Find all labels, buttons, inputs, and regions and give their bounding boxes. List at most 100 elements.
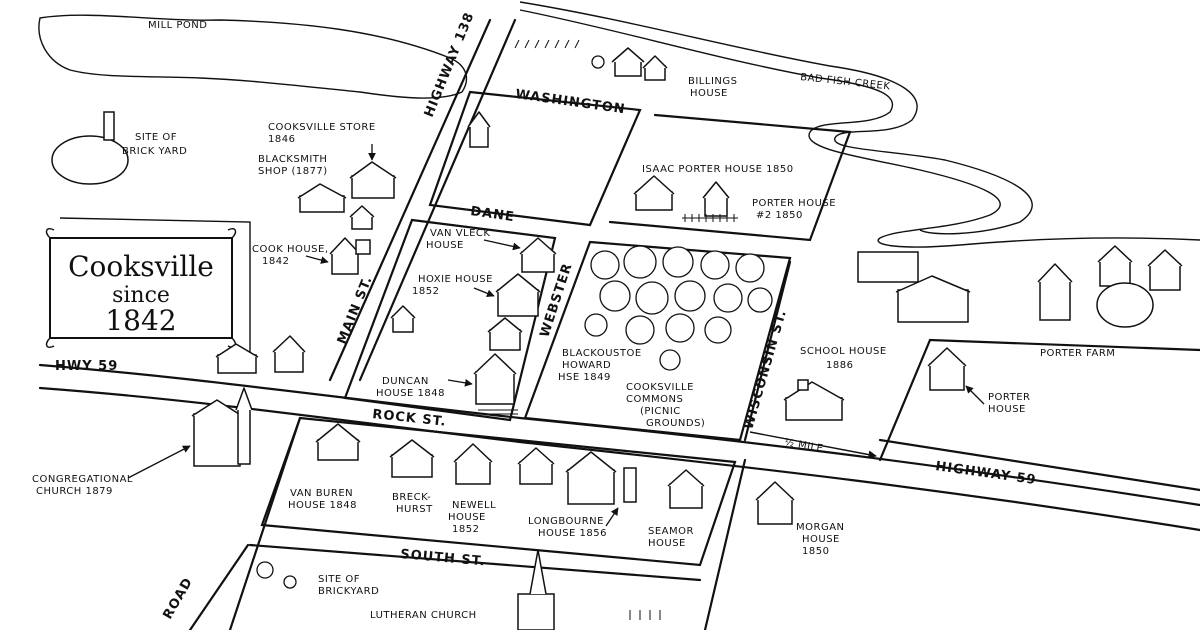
billings-l2: HOUSE: [690, 88, 728, 99]
half-mile-label: ½ MILE: [783, 436, 824, 455]
mid-house-icon: [487, 317, 523, 351]
breckhurst-house-icon: [389, 439, 435, 478]
seamor-l1: SEAMOR: [648, 526, 694, 537]
longbourne-l2: HOUSE 1856: [538, 528, 607, 539]
billings-l1: BILLINGS: [688, 76, 737, 87]
duncan-l2: HOUSE 1848: [376, 388, 445, 399]
morgan-l3: 1850: [802, 546, 829, 557]
brickyard-top-icon: [51, 111, 129, 185]
van-vleck-l2: HOUSE: [426, 240, 464, 251]
cooksville-store-l1: COOKSVILLE STORE: [268, 122, 376, 133]
seamor-l2: HOUSE: [648, 538, 686, 549]
title-sign: Cooksville since 1842: [45, 228, 237, 348]
school-l2: 1886: [826, 360, 853, 371]
cook-house-l2: 1842: [262, 256, 289, 267]
site-brickyard-bottom-l1: SITE OF: [318, 574, 360, 585]
rock-small-house-icon: [517, 447, 555, 485]
blackoustoe-l2: HOWARD: [562, 360, 611, 371]
porter-house-icon: [927, 347, 967, 391]
commons-l2: COMMONS: [626, 394, 683, 405]
longbourne-house-icon: [565, 451, 637, 505]
main-st-label: MAIN ST.: [335, 274, 376, 347]
seamor-house-icon: [667, 469, 705, 509]
mill-pond: MILL POND: [38, 14, 468, 99]
van-vleck-arrow: [483, 239, 521, 251]
longbourne-l1: LONGBOURNE: [528, 516, 604, 527]
hoxie-house-icon: [495, 273, 541, 317]
small-house-1-icon: [349, 205, 375, 230]
blacksmith-shop-icon: [297, 183, 347, 213]
webster-label: WEBSTER: [538, 261, 576, 339]
longbourne-arrow: [605, 507, 619, 527]
blackoustoe-l3: HSE 1849: [558, 372, 611, 383]
hwy59-house-2-icon: [272, 335, 306, 373]
blacksmith-l1: BLACKSMITH: [258, 154, 327, 165]
site-brickyard-top-l2: BRICK YARD: [122, 146, 187, 157]
road-label: ROAD: [160, 575, 196, 622]
van-vleck-l1: VAN VLECK: [430, 228, 490, 239]
hoxie-l1: HOXIE HOUSE: [418, 274, 493, 285]
congregational-arrow: [127, 445, 191, 479]
newell-house-icon: [453, 443, 493, 485]
blackoustoe-l1: BLACKOUSTOE: [562, 348, 642, 359]
commons-l1: COOKSVILLE: [626, 382, 694, 393]
porter-farm-barns: [857, 245, 1183, 328]
porter-house2-l1: PORTER HOUSE: [752, 198, 836, 209]
brickyard-bottom-icon: [256, 561, 297, 589]
crops-hatch: [514, 39, 580, 49]
commons-l3: (PICNIC: [640, 406, 681, 417]
congregational-church-icon: [191, 387, 253, 467]
porter-house-2-icon: [702, 181, 730, 217]
porter-house-l1: PORTER: [988, 392, 1031, 403]
main-small-house-icon: [390, 305, 416, 333]
newell-l3: 1852: [452, 524, 479, 535]
mill-pond-label: MILL POND: [148, 20, 207, 31]
porter-house-arrow: [965, 385, 985, 405]
lutheran-label: LUTHERAN CHURCH: [370, 610, 477, 621]
duncan-l1: DUNCAN: [382, 376, 429, 387]
buildings: [51, 39, 1183, 630]
isaac-porter-house-icon: [633, 175, 675, 211]
cook-house-l1: COOK HOUSE,: [252, 244, 329, 255]
hoxie-arrow: [473, 287, 495, 298]
washington-house-icon: [467, 111, 491, 148]
tree-billings: [591, 55, 605, 69]
fence-duncan: [478, 409, 518, 415]
cooksville-store-icon: [349, 161, 397, 199]
hwy59-house-1-icon: [215, 343, 259, 374]
congregational-l1: CONGREGATIONAL: [32, 474, 133, 485]
title-line-3: 1842: [105, 304, 176, 337]
school-l1: SCHOOL HOUSE: [800, 346, 887, 357]
highway-59-right-label: HIGHWAY 59: [934, 459, 1037, 488]
bad-fish-creek: BAD FISH CREEK: [519, 1, 1200, 248]
duncan-house-icon: [473, 353, 517, 405]
blacksmith-l2: SHOP (1877): [258, 166, 328, 177]
dane-label: DANE: [469, 204, 515, 225]
congregational-l2: CHURCH 1879: [36, 486, 113, 497]
wisconsin-st-label: WISCONSIN ST.: [741, 308, 790, 431]
school-house-icon: [783, 379, 845, 421]
porter-house-l2: HOUSE: [988, 404, 1026, 415]
place-labels: SITE OF BRICK YARD COOKSVILLE STORE 1846…: [32, 76, 1115, 621]
isaac-porter-l1: ISAAC PORTER HOUSE 1850: [642, 164, 794, 175]
billings-house-icon: [611, 47, 668, 81]
cooksville-store-l2: 1846: [268, 134, 295, 145]
commons-l4: GROUNDS): [646, 418, 705, 429]
porter-farm-label: PORTER FARM: [1040, 348, 1115, 359]
roads: [38, 18, 1200, 630]
morgan-l2: HOUSE: [802, 534, 840, 545]
duncan-arrow: [447, 378, 473, 387]
cook-arrow: [305, 255, 329, 264]
lutheran-church-icon: [517, 549, 555, 630]
title-line-2: since: [112, 283, 170, 308]
commons-trees: [584, 245, 773, 371]
hwy-59-left-label: HWY 59: [55, 359, 118, 374]
morgan-house-icon: [755, 481, 795, 525]
newell-l2: HOUSE: [448, 512, 486, 523]
bottom-fence: [629, 610, 661, 620]
breckhurst-l2: HURST: [396, 504, 433, 515]
site-brickyard-top-l1: SITE OF: [135, 132, 177, 143]
morgan-l1: MORGAN: [796, 522, 845, 533]
hoxie-l2: 1852: [412, 286, 439, 297]
